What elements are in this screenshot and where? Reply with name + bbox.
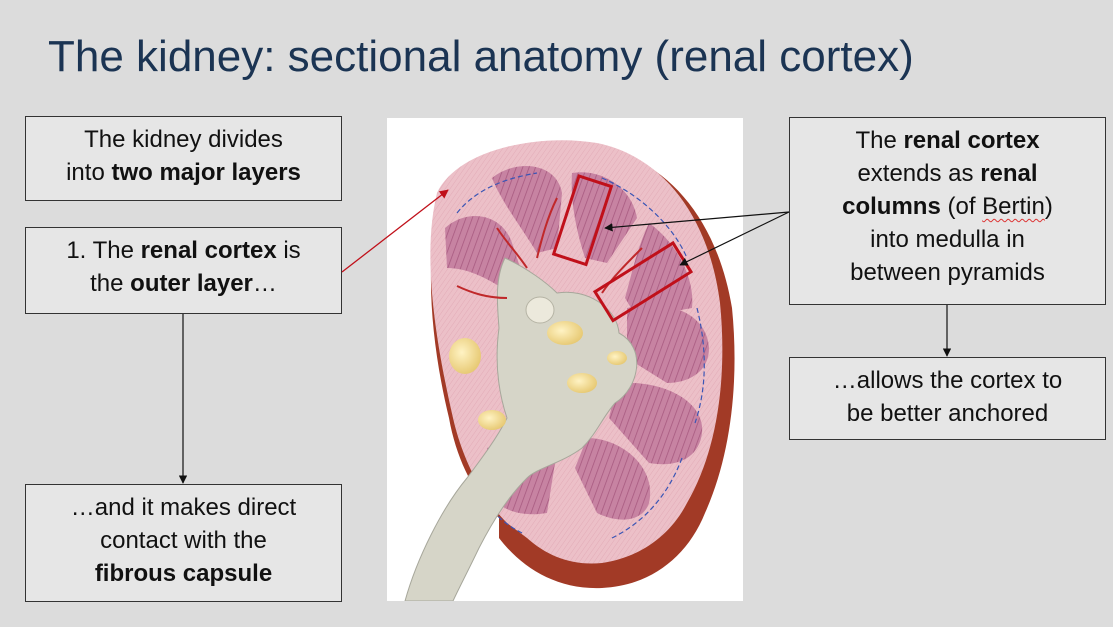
box-line: contact with the: [26, 524, 341, 557]
text-box-anchored: …allows the cortex to be better anchored: [789, 357, 1106, 440]
box-line: columns (of Bertin): [790, 190, 1105, 223]
kidney-section-illustration: [387, 118, 743, 602]
box-text: the: [90, 270, 131, 298]
renal-pelvis-ureter: [404, 257, 638, 602]
box-line: into two major layers: [26, 156, 341, 189]
box-bold-text: two major layers: [111, 159, 301, 187]
box-bold-text: columns: [842, 193, 941, 221]
text-box-fibrous-capsule: …and it makes direct contact with the fi…: [25, 484, 342, 602]
box-text: …allows the cortex to: [832, 367, 1063, 394]
box-text: …: [252, 270, 277, 298]
box-text: (of: [940, 193, 983, 221]
box-text: into medulla in: [870, 226, 1025, 254]
box-text: between pyramids: [850, 259, 1045, 287]
box-line: …and it makes direct: [26, 491, 341, 524]
box-bold-text: fibrous capsule: [94, 560, 273, 588]
box-line: The renal cortex: [790, 124, 1105, 157]
box-line: between pyramids: [790, 256, 1105, 289]
box-text: is: [276, 237, 301, 264]
box-bold-text: renal: [980, 160, 1038, 188]
kidney-illustration-svg: [404, 140, 735, 602]
box-text: The: [855, 127, 904, 154]
box-line: into medulla in: [790, 223, 1105, 256]
page-title: The kidney: sectional anatomy (renal cor…: [48, 32, 914, 81]
box-text: contact with the: [100, 527, 267, 555]
box-bold-text: renal cortex: [903, 127, 1040, 154]
box-text: …and it makes direct: [70, 494, 297, 521]
box-line: the outer layer…: [26, 267, 341, 300]
box-bold-text: renal cortex: [140, 237, 277, 264]
renal-sinus-opening: [525, 296, 555, 324]
box-text: be better anchored: [846, 400, 1049, 428]
box-text: ): [1044, 193, 1053, 221]
box-text: 1. The: [66, 237, 141, 264]
box-line: be better anchored: [790, 397, 1105, 430]
box-text-spellcheck: Bertin: [982, 193, 1045, 221]
box-line: extends as renal: [790, 157, 1105, 190]
box-line: fibrous capsule: [26, 557, 341, 590]
box-text: into: [66, 159, 112, 187]
text-box-renal-cortex-outer: 1. The renal cortex is the outer layer…: [25, 227, 342, 314]
sinus-fat: [449, 321, 627, 430]
box-line: 1. The renal cortex is: [26, 234, 341, 267]
text-box-two-layers: The kidney divides into two major layers: [25, 116, 342, 201]
text-box-renal-columns: The renal cortex extends as renal column…: [789, 117, 1106, 305]
box-text: The kidney divides: [84, 126, 283, 153]
box-line: The kidney divides: [26, 123, 341, 156]
box-line: …allows the cortex to: [790, 364, 1105, 397]
box-bold-text: outer layer: [130, 270, 253, 298]
box-text: extends as: [857, 160, 981, 188]
